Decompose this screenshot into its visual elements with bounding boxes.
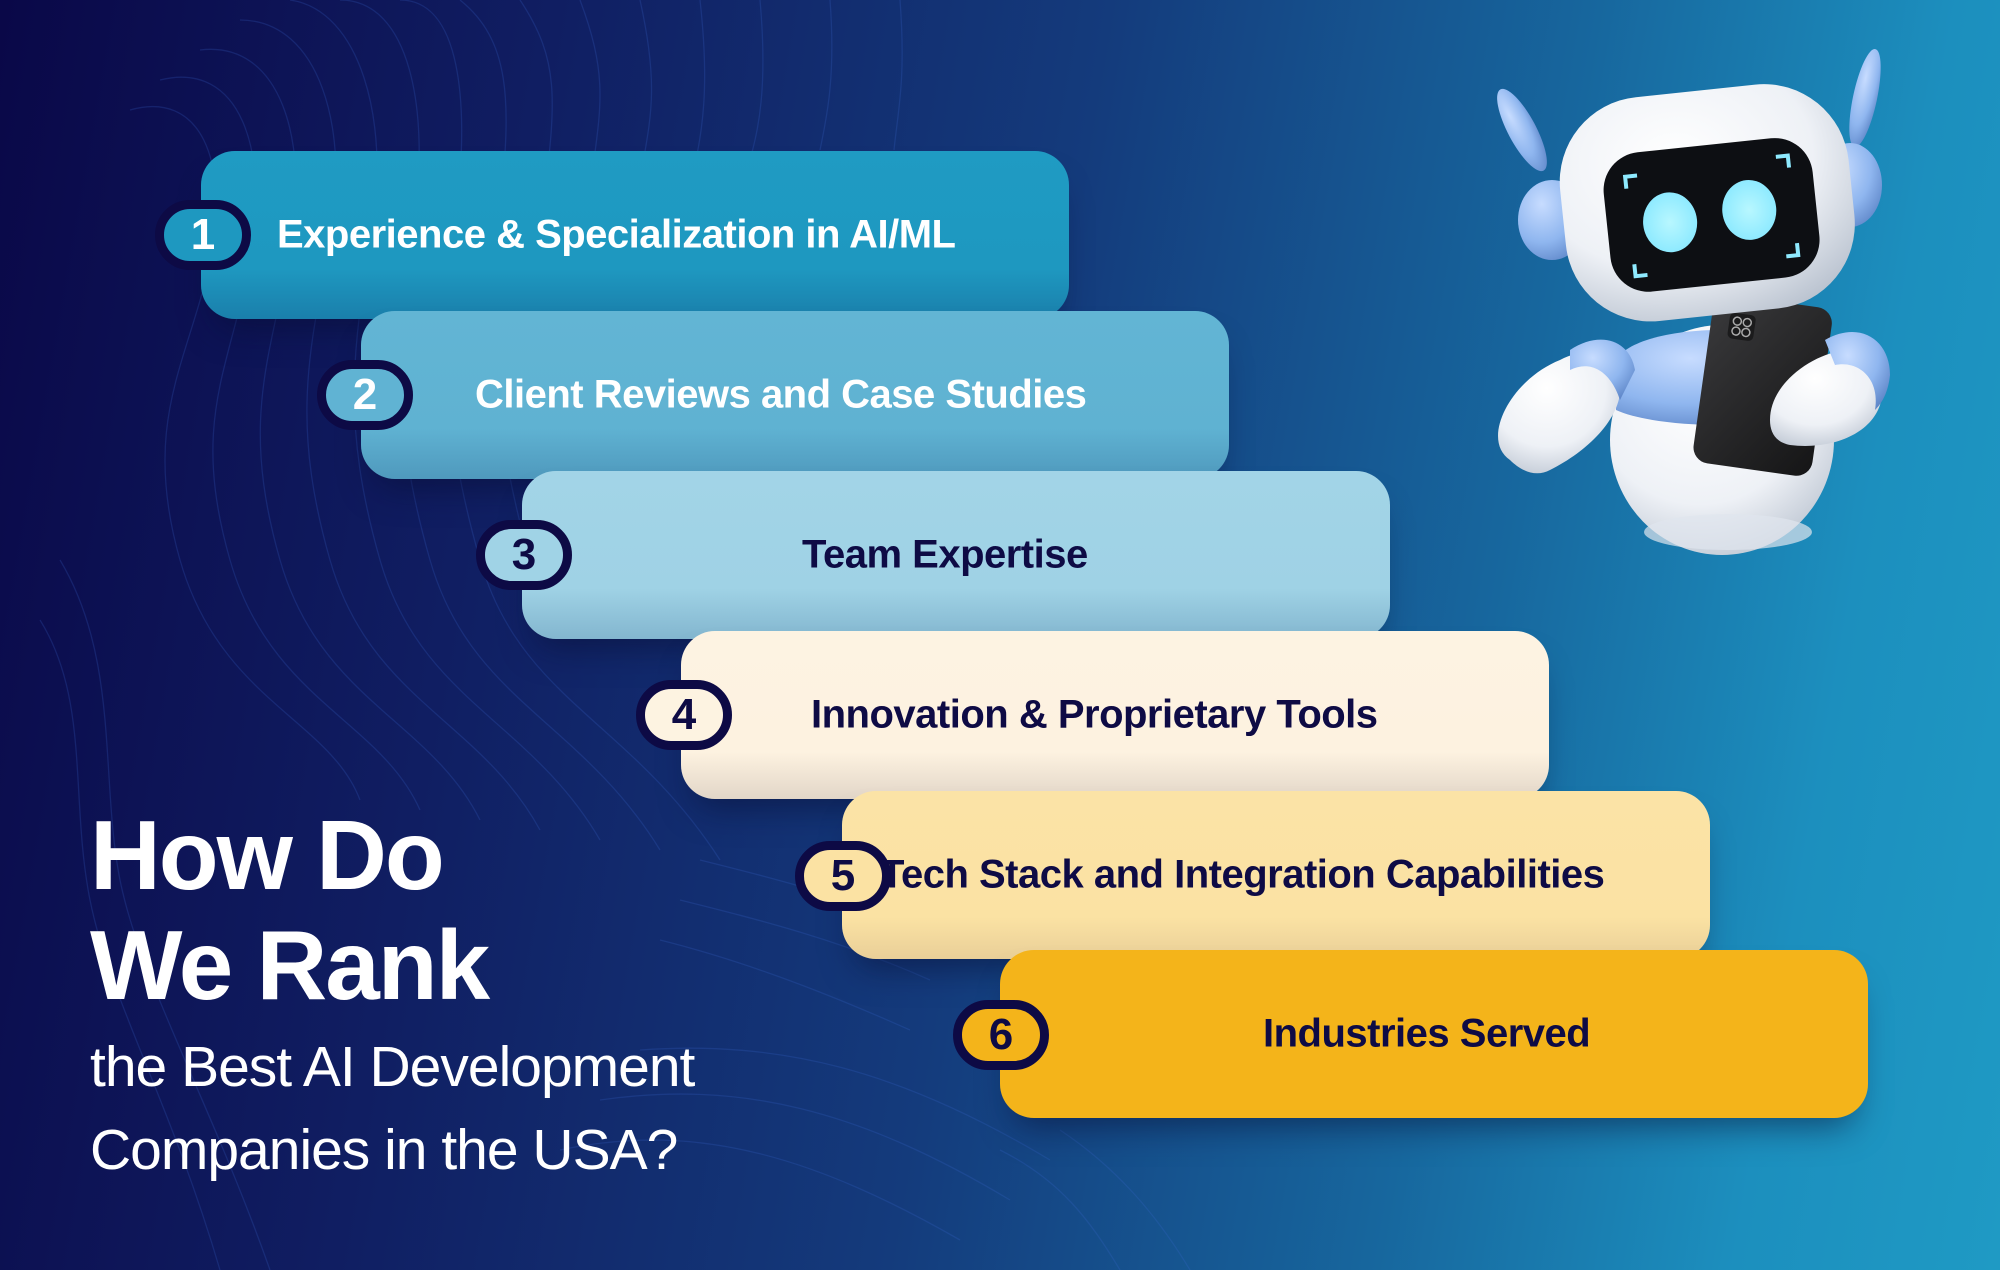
step-6-number: 6 [988,1010,1014,1059]
subheadline-line-1: the Best AI Development [90,1035,695,1099]
headline-line-1: How Do [90,800,445,910]
step-4-label: Innovation & Proprietary Tools [811,692,1378,737]
step-1-badge: 1 [155,200,251,270]
step-3-badge: 3 [476,520,572,590]
step-6-bar: Industries Served [1000,950,1868,1118]
step-5-number: 5 [830,851,856,900]
robot-eye-left [1643,192,1698,253]
left-arm [1498,351,1621,474]
step-2-bar: Client Reviews and Case Studies [361,311,1229,479]
step-1-number: 1 [190,210,216,259]
step-6-label: Industries Served [1263,1011,1591,1056]
robot-holding-phone-icon [1497,49,1890,555]
step-5-badge: 5 [795,841,891,911]
headline-block: How Do We Rank the Best AI Development C… [90,800,695,1192]
step-4-number: 4 [671,690,697,739]
headline-line-2: We Rank [90,910,490,1020]
robot-eye-right [1722,179,1777,240]
step-3-label: Team Expertise [802,532,1088,577]
robot-head [1559,84,1855,322]
subheadline-line-2: Companies in the USA? [90,1118,678,1182]
right-antenna [1849,49,1881,147]
step-6-badge: 6 [953,1000,1049,1070]
step-3-bar: Team Expertise [522,471,1390,639]
step-2-badge: 2 [317,360,413,430]
step-4-bar: Innovation & Proprietary Tools [681,631,1549,799]
left-antenna [1497,88,1547,172]
step-2-label: Client Reviews and Case Studies [475,372,1087,417]
step-1-bar: Experience & Specialization in AI/ML [201,151,1069,319]
step-4-badge: 4 [636,680,732,750]
step-5-label: Tech Stack and Integration Capabilities [880,852,1605,897]
step-2-number: 2 [352,370,378,419]
step-5-bar: Tech Stack and Integration Capabilities [842,791,1710,959]
step-3-number: 3 [511,530,537,579]
step-1-label: Experience & Specialization in AI/ML [277,212,956,257]
right-arm [1770,350,1883,446]
